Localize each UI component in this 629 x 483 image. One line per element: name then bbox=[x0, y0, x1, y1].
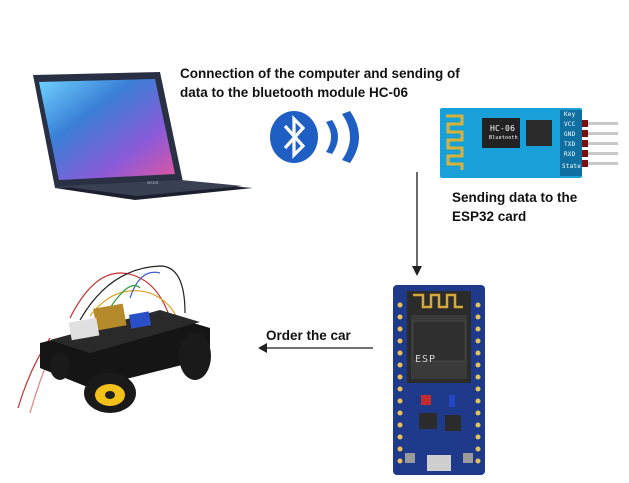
hc06-chip-label: HC-06 bbox=[490, 124, 516, 133]
hc06-pin-rxd: RXD bbox=[564, 151, 576, 158]
caption-top-line2: data to the bluetooth module HC-06 bbox=[180, 85, 408, 100]
bluetooth-icon bbox=[270, 111, 359, 163]
robot-car-image bbox=[17, 265, 211, 414]
hc06-module-image: HC-06 Bluetooth Key VCC GND TXD RXD Stat… bbox=[440, 108, 620, 180]
laptop-brand: asus bbox=[147, 180, 159, 186]
hc06-pin-vcc: VCC bbox=[564, 121, 576, 128]
esp32-logo-text: ESP bbox=[415, 354, 437, 365]
caption-order-car: Order the car bbox=[266, 328, 351, 343]
caption-computer-to-bluetooth: Connection of the computer and sending o… bbox=[180, 64, 500, 102]
hc06-pin-txd: TXD bbox=[564, 141, 576, 148]
caption-right-line2: ESP32 card bbox=[452, 209, 527, 224]
arrow-hc06-to-esp32 bbox=[412, 172, 422, 276]
caption-top-line1: Connection of the computer and sending o… bbox=[180, 66, 460, 81]
caption-sending-to-esp32: Sending data to the ESP32 card bbox=[452, 188, 622, 226]
caption-right-line1: Sending data to the bbox=[452, 190, 578, 205]
esp32-board-image bbox=[393, 285, 485, 475]
hc06-pin-gnd: GND bbox=[564, 131, 576, 138]
hc06-pin-key: Key bbox=[564, 111, 576, 118]
hc06-chip-sublabel: Bluetooth bbox=[489, 135, 518, 141]
hc06-pin-state: State bbox=[562, 163, 582, 170]
arrow-esp32-to-car bbox=[258, 343, 373, 353]
laptop-image: asus bbox=[33, 72, 253, 200]
